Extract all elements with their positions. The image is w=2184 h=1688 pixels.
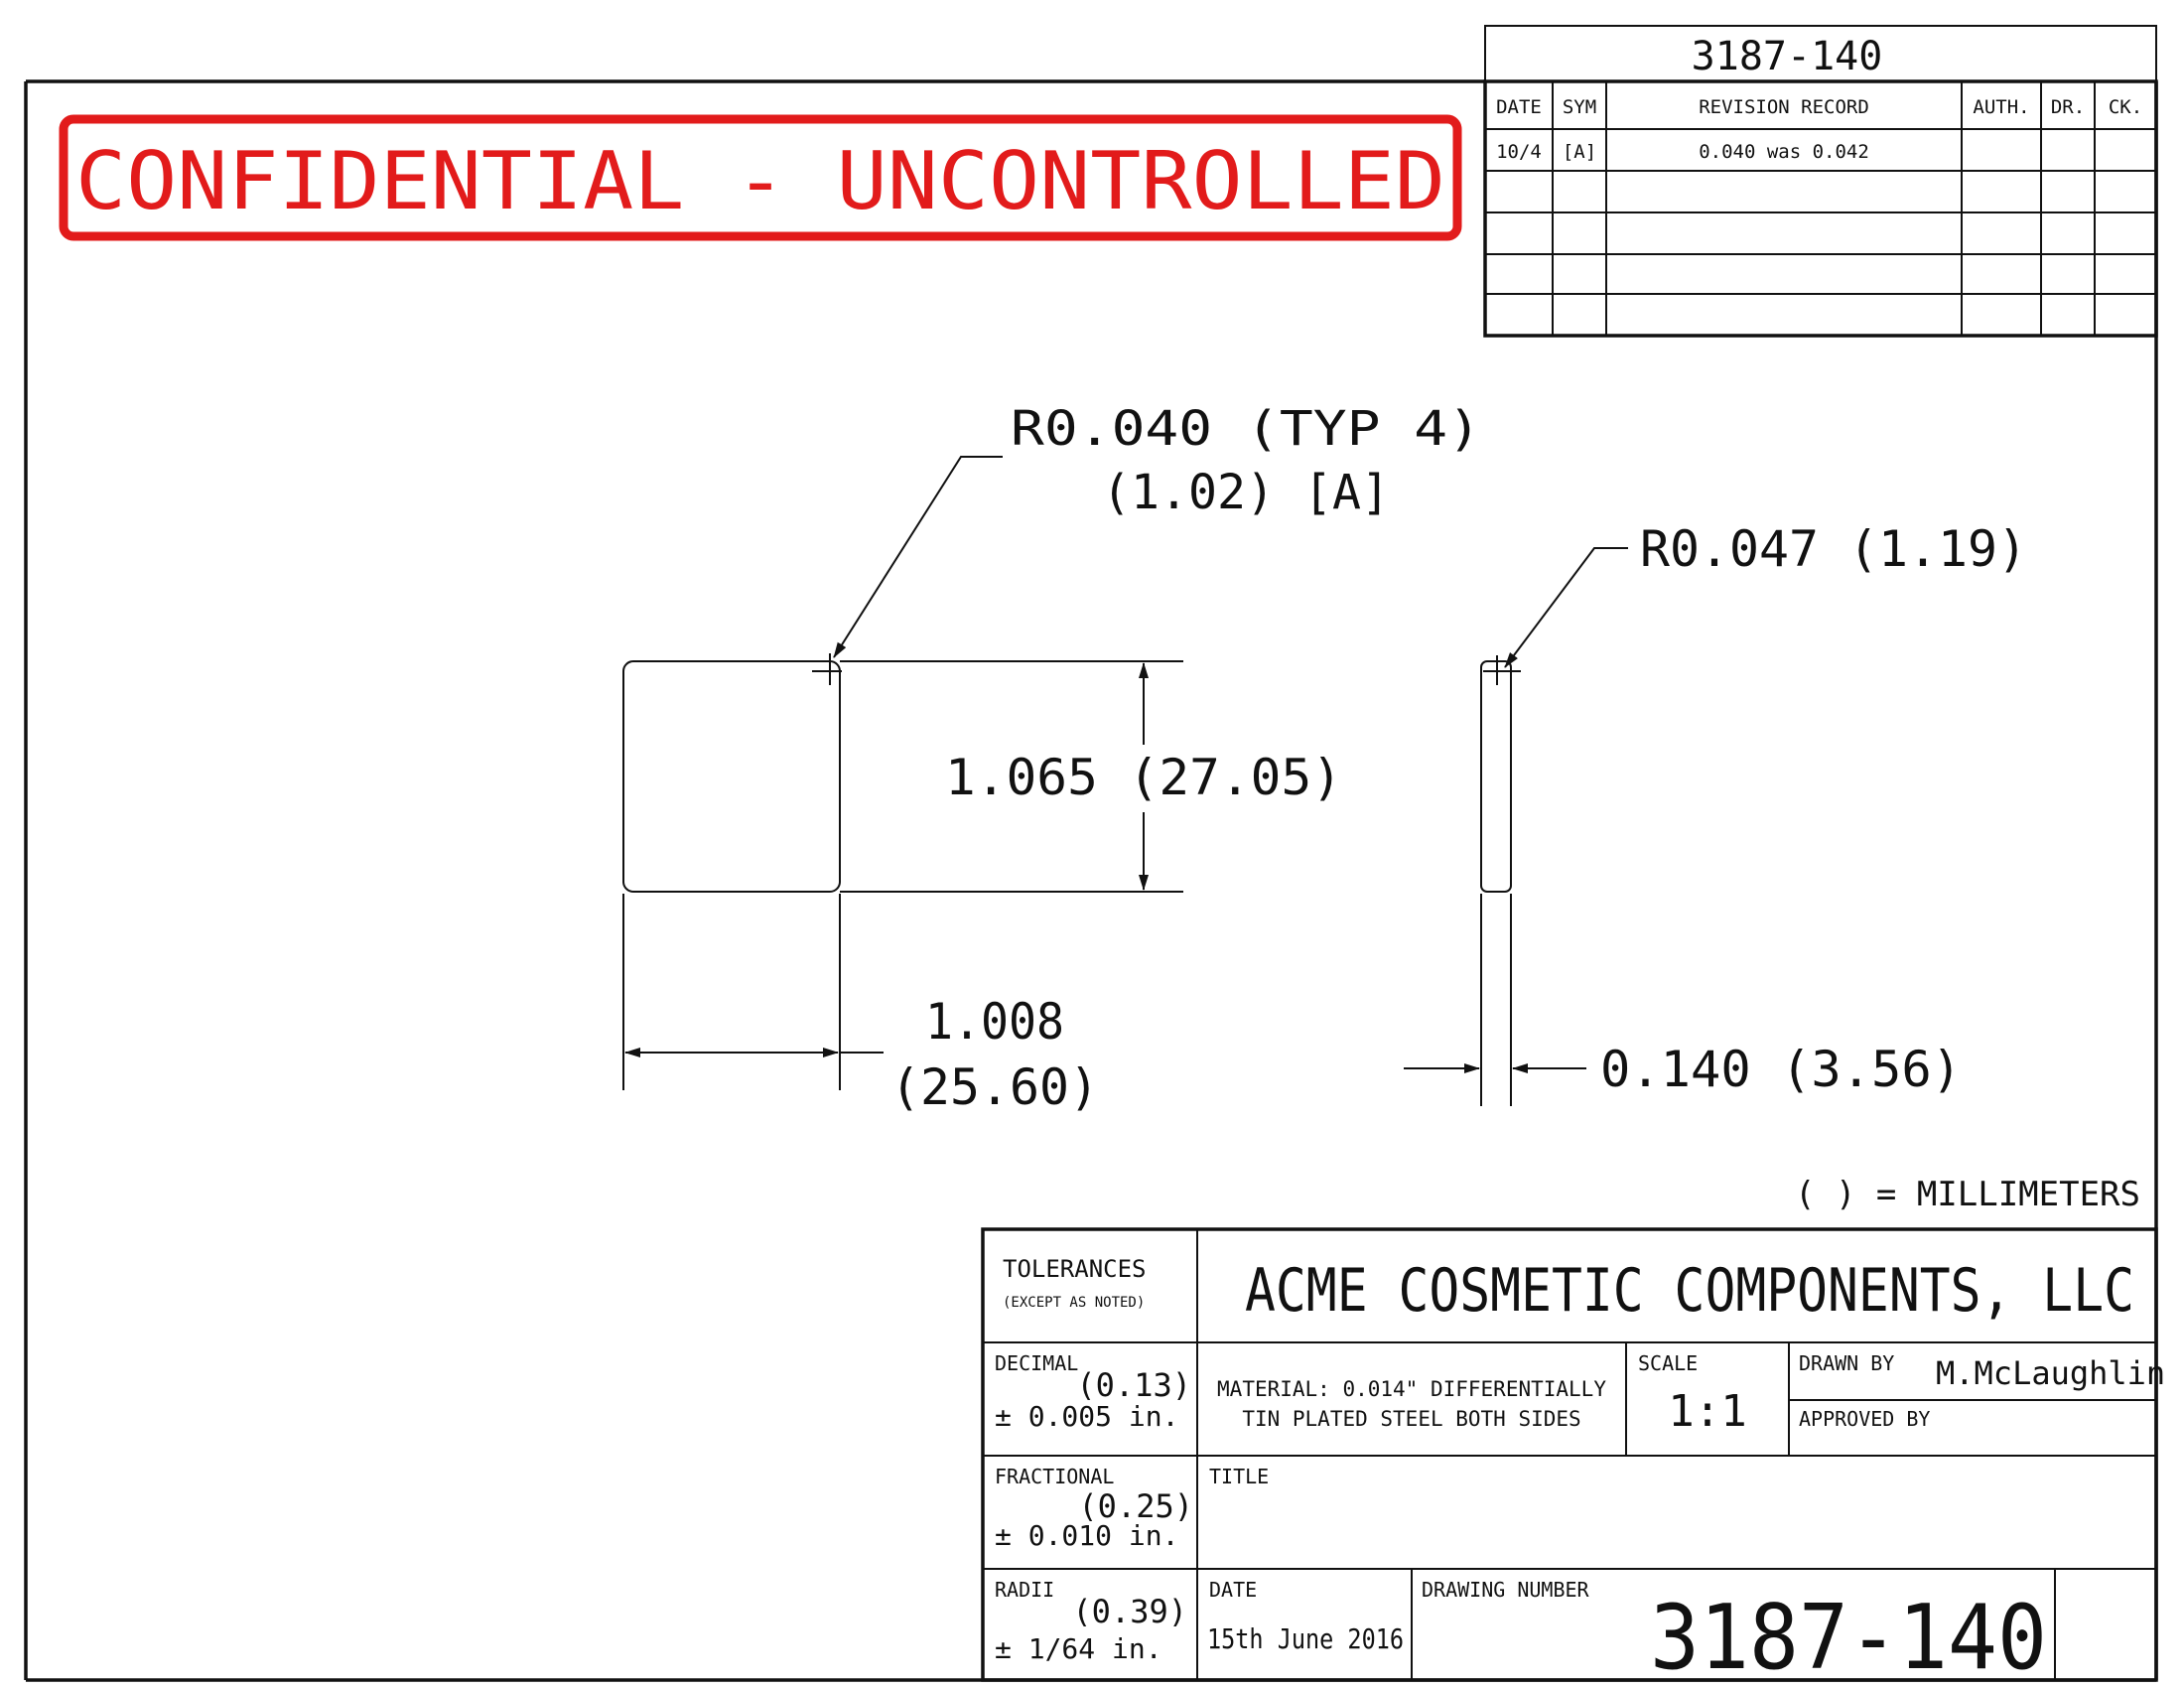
header-number: 3187-140 (1692, 34, 1883, 79)
material-line-2: TIN PLATED STEEL BOTH SIDES (1242, 1407, 1580, 1431)
scale-value: 1:1 (1668, 1386, 1746, 1437)
radius-note-side: R0.047 (1.19) (1640, 520, 2027, 578)
rev-row-1-record: 0.040 was 0.042 (1699, 141, 1869, 163)
decimal-value: ± 0.005 in. (995, 1400, 1178, 1433)
thickness-dimension: 0.140 (3.56) (1404, 894, 1962, 1106)
title-block: TOLERANCES (EXCEPT AS NOTED) ACME COSMET… (981, 1227, 2165, 1688)
header-number-box: 3187-140 (1484, 25, 2157, 82)
radius-leader-side: R0.047 (1.19) (1504, 520, 2027, 668)
revision-table: DATE SYM REVISION RECORD AUTH. DR. CK. 1… (1483, 79, 2158, 338)
thickness-dimension-label: 0.140 (3.56) (1600, 1041, 1962, 1098)
date-label: DATE (1209, 1578, 1257, 1602)
decimal-mm: (0.13) (1076, 1366, 1191, 1404)
radii-value: ± 1/64 in. (995, 1632, 1162, 1665)
rev-header-sym: SYM (1563, 96, 1596, 118)
width-dimension: 1.008 (25.60) (622, 894, 1099, 1116)
rev-header-ck: CK. (2109, 96, 2142, 118)
scale-label: SCALE (1638, 1351, 1698, 1375)
radius-note-line2: (1.02) [A] (1102, 465, 1390, 520)
sheet-border (24, 79, 2158, 1682)
material-line-1: MATERIAL: 0.014" DIFFERENTIALLY (1217, 1377, 1606, 1401)
rev-header-date: DATE (1496, 96, 1542, 118)
company-name: ACME COSMETIC COMPONENTS, LLC (1245, 1256, 2134, 1326)
units-note: ( ) = MILLIMETERS (1795, 1175, 2140, 1214)
radii-mm: (0.39) (1072, 1593, 1187, 1630)
title-label: TITLE (1209, 1465, 1269, 1488)
approved-by-label: APPROVED BY (1799, 1407, 1930, 1431)
rev-row-1-sym: [A] (1563, 141, 1596, 163)
radius-leader-front: R0.040 (TYP 4) (1.02) [A] (833, 401, 1481, 658)
confidential-stamp: CONFIDENTIAL - UNCONTROLLED (59, 114, 1462, 241)
radii-label: RADII (995, 1578, 1054, 1602)
date-value: 15th June 2016 (1207, 1622, 1404, 1655)
drawing-number-value: 3187-140 (1650, 1586, 2047, 1688)
height-dimension: 1.065 (27.05) (840, 660, 1342, 893)
tolerances-label: TOLERANCES (1003, 1255, 1147, 1283)
height-dimension-label: 1.065 (27.05) (945, 749, 1342, 806)
fractional-mm: (0.25) (1078, 1487, 1193, 1525)
fractional-value: ± 0.010 in. (995, 1519, 1178, 1552)
rev-row-1-date: 10/4 (1496, 141, 1542, 163)
fractional-label: FRACTIONAL (995, 1465, 1114, 1488)
part-side-view (1480, 655, 1521, 893)
width-dimension-label-2: (25.60) (890, 1058, 1099, 1116)
rev-header-dr: DR. (2051, 96, 2085, 118)
tolerances-sub: (EXCEPT AS NOTED) (1003, 1295, 1145, 1311)
drawing-number-label: DRAWING NUMBER (1422, 1578, 1590, 1602)
radius-note-line1: R0.040 (TYP 4) (1011, 401, 1481, 457)
rev-header-auth: AUTH. (1973, 96, 2029, 118)
width-dimension-label-1: 1.008 (925, 993, 1064, 1051)
drawn-by-label: DRAWN BY (1799, 1351, 1894, 1375)
confidential-stamp-text: CONFIDENTIAL - UNCONTROLLED (75, 135, 1445, 227)
drawn-by-value: M.McLaughlin (1936, 1354, 2165, 1392)
decimal-label: DECIMAL (995, 1351, 1078, 1375)
part-front-view (622, 653, 842, 893)
rev-header-record: REVISION RECORD (1699, 96, 1869, 118)
